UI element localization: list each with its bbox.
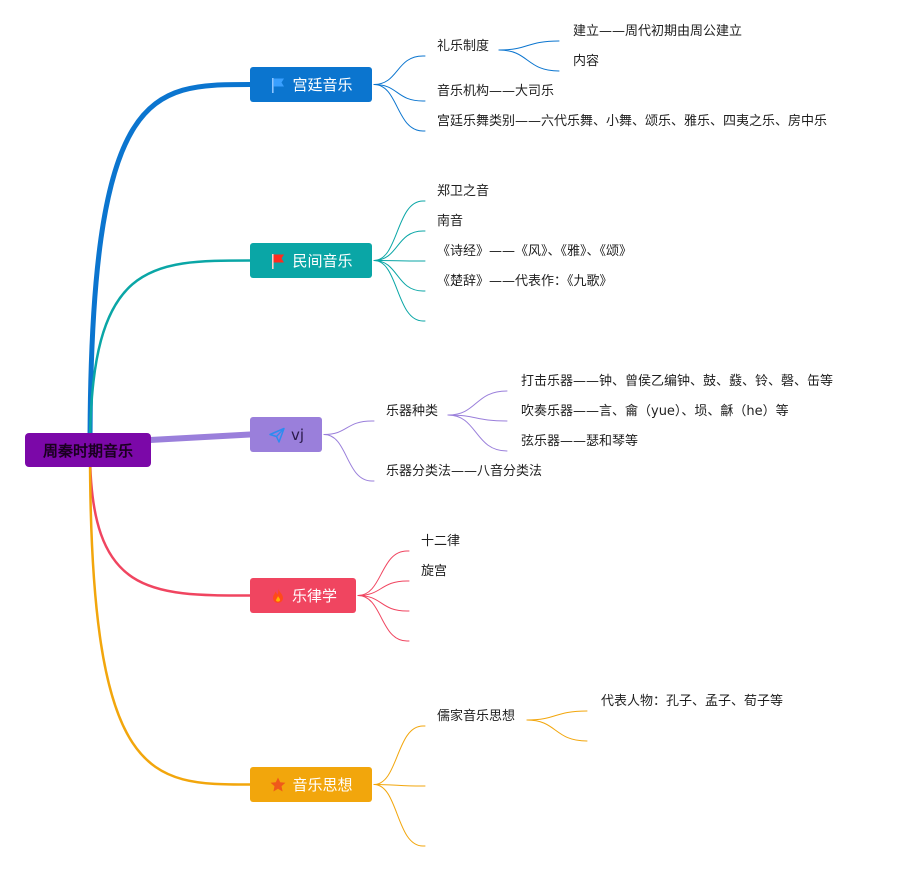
branch-4-connector-4 [357, 595, 410, 642]
subtopic-5-1-connector-1 [526, 710, 588, 721]
detail-5-1-1[interactable]: 代表人物：孔子、孟子、荀子等 [601, 694, 784, 709]
subtopic-1-1[interactable]: 礼乐制度 [437, 39, 490, 54]
branch-2-connector-3 [373, 260, 426, 262]
root-connector-5 [88, 448, 252, 786]
branch-topic-label: 音乐思想 [292, 776, 353, 794]
detail-1-1-1[interactable]: 建立——周代初期由周公建立 [573, 24, 743, 39]
subtopic-1-3[interactable]: 宫廷乐舞类别——六代乐舞、小舞、颂乐、雅乐、四夷之乐、房中乐 [437, 114, 828, 129]
branch-topic-3[interactable]: vj [250, 417, 322, 452]
branch-1-connector-1 [373, 55, 426, 85]
branch-5-connector-3 [373, 784, 426, 847]
branch-3-connector-2 [323, 434, 375, 482]
branch-topic-5[interactable]: 音乐思想 [250, 767, 372, 802]
branch-1-connector-3 [373, 84, 426, 132]
paper-plane-icon [268, 426, 286, 444]
detail-3-1-2[interactable]: 吹奏乐器——言、龠（yue）、埙、龢（he）等 [521, 404, 789, 419]
branch-4-connector-1 [357, 550, 410, 596]
subtopic-2-2[interactable]: 南音 [437, 214, 464, 229]
subtopic-5-1-connector-2 [526, 719, 588, 742]
branch-topic-4[interactable]: 乐律学 [250, 578, 356, 613]
fire-icon [269, 587, 287, 605]
branch-3-connector-1 [323, 420, 375, 435]
subtopic-1-1-connector-2 [498, 49, 560, 72]
branch-topic-2[interactable]: 民间音乐 [250, 243, 372, 278]
blue-flag-icon [269, 76, 287, 94]
subtopic-3-2[interactable]: 乐器分类法——八音分类法 [386, 464, 543, 479]
branch-2-connector-1 [373, 200, 426, 261]
detail-3-1-3[interactable]: 弦乐器——瑟和琴等 [521, 434, 639, 449]
branch-2-connector-2 [373, 230, 426, 261]
branch-4-connector-3 [357, 595, 410, 612]
subtopic-3-1-connector-3 [447, 414, 508, 452]
detail-1-1-2[interactable]: 内容 [573, 54, 600, 69]
branch-topic-label: vj [290, 425, 305, 444]
subtopic-3-1[interactable]: 乐器种类 [386, 404, 439, 419]
branch-2-connector-4 [373, 260, 426, 292]
root-connector-1 [87, 82, 253, 453]
root-connector-2 [88, 259, 252, 452]
subtopic-2-3[interactable]: 《诗经》——《风》、《雅》、《颂》 [437, 244, 633, 259]
branch-1-connector-2 [373, 84, 426, 102]
star-icon [269, 776, 287, 794]
red-flag-icon [269, 252, 287, 270]
branch-topic-1[interactable]: 宫廷音乐 [250, 67, 372, 102]
branch-topic-label: 民间音乐 [292, 252, 353, 270]
root-topic-label: 周秦时期音乐 [42, 441, 133, 460]
detail-3-1-1[interactable]: 打击乐器——钟、曾侯乙编钟、鼓、鼗、铃、磬、缶等 [521, 374, 834, 389]
branch-5-connector-1 [373, 725, 426, 785]
subtopic-4-1[interactable]: 十二律 [421, 534, 461, 549]
branch-topic-label: 宫廷音乐 [292, 76, 353, 94]
subtopic-3-1-connector-2 [447, 414, 508, 422]
subtopic-5-1[interactable]: 儒家音乐思想 [437, 709, 516, 724]
branch-topic-label: 乐律学 [291, 587, 337, 605]
subtopic-1-2[interactable]: 音乐机构——大司乐 [437, 84, 555, 99]
subtopic-2-1[interactable]: 郑卫之音 [437, 184, 490, 199]
subtopic-1-1-connector-1 [498, 40, 560, 51]
subtopic-4-2[interactable]: 旋宫 [421, 564, 448, 579]
root-topic[interactable]: 周秦时期音乐 [25, 433, 151, 467]
branch-5-connector-2 [373, 784, 426, 787]
branch-2-connector-5 [373, 260, 426, 322]
branch-4-connector-2 [357, 580, 410, 596]
subtopic-3-1-connector-1 [447, 390, 508, 416]
root-connector-3 [147, 431, 253, 443]
root-connector-4 [88, 448, 252, 597]
subtopic-2-4[interactable]: 《楚辞》——代表作：《九歌》 [437, 274, 613, 289]
